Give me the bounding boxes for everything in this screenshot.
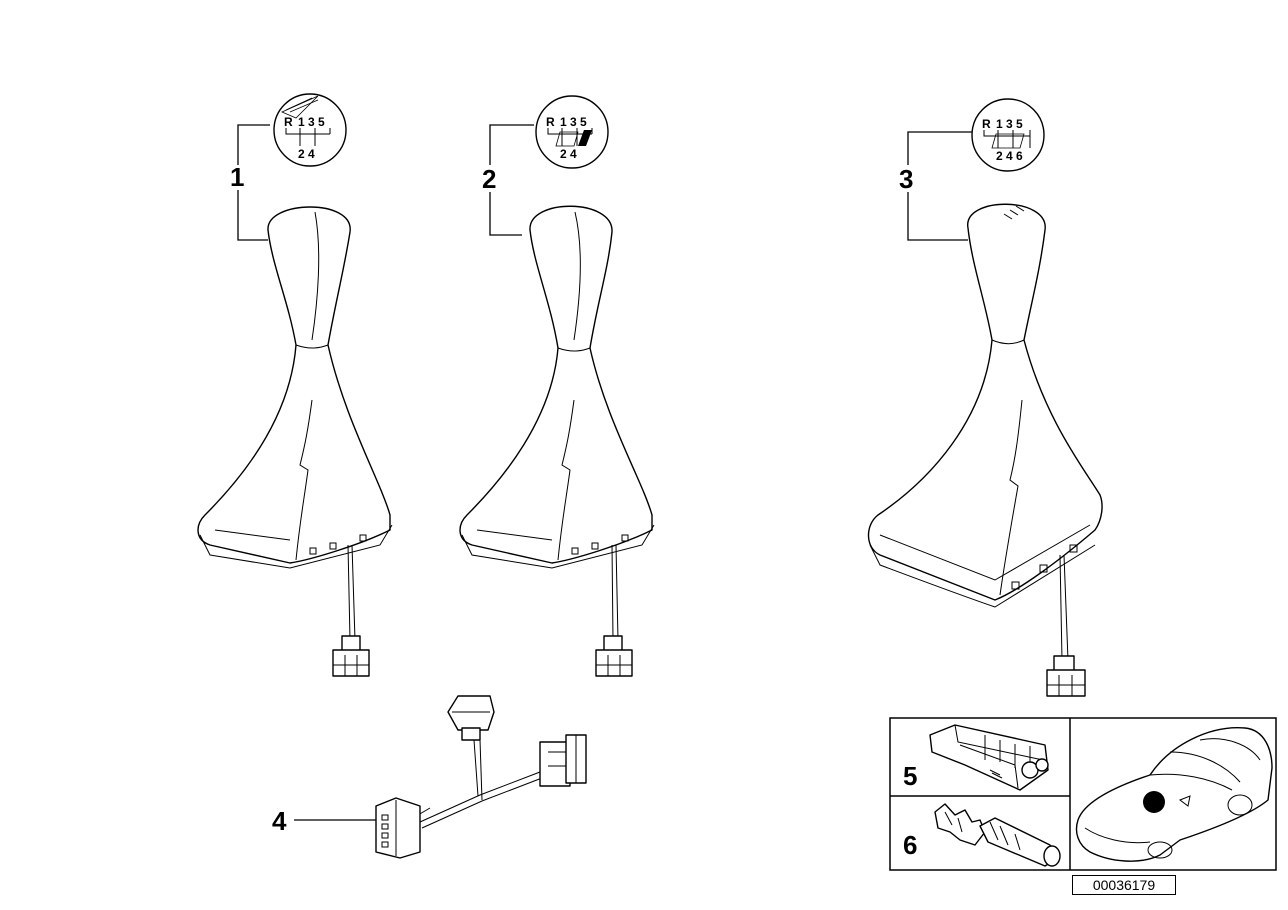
location-marker (1143, 791, 1165, 813)
gear-knob-boot-2 (459, 205, 655, 569)
part-5-connector-housing: 5 (903, 724, 1049, 791)
document-id: 00036179 (1072, 875, 1176, 895)
shift-pattern-emblem-1: R 1 3 5 2 4 (273, 93, 347, 167)
car-location-view (1075, 727, 1273, 862)
shift-label-bottom: 2 4 6 (996, 149, 1023, 163)
shift-pattern-emblem-2: R 1 3 5 2 4 (535, 95, 609, 169)
harness-connector-right (539, 734, 587, 787)
shift-label-r: R (546, 115, 555, 129)
gear-knob-boot-1 (197, 206, 393, 569)
detail-panel: 5 6 (889, 717, 1277, 871)
shift-label-top: 1 3 5 (560, 115, 587, 129)
connector-housing-3 (1046, 655, 1086, 697)
part-1-gear-knob-assembly: R 1 3 5 2 4 1 (197, 93, 393, 677)
callout-6: 6 (903, 830, 917, 860)
callout-3: 3 (899, 164, 913, 194)
harness-connector-top (447, 695, 495, 741)
part-3-gear-knob-assembly: R 1 3 5 2 4 6 3 (867, 98, 1103, 697)
callout-2: 2 (482, 164, 496, 194)
callout-1: 1 (230, 162, 244, 192)
shift-label-bottom: 2 4 (298, 147, 315, 161)
part-2-gear-knob-assembly: R 1 3 5 2 4 2 (459, 95, 655, 677)
shift-label-top: 1 3 5 (996, 117, 1023, 131)
harness-connector-left (375, 797, 421, 859)
shift-label-bottom: 2 4 (560, 147, 577, 161)
callout-4: 4 (272, 806, 287, 836)
shift-pattern-emblem-3: R 1 3 5 2 4 6 (971, 98, 1045, 172)
shift-label-r: R (284, 115, 293, 129)
callout-5: 5 (903, 761, 917, 791)
gear-knob-boot-3 (867, 203, 1103, 608)
connector-housing-1 (332, 635, 370, 677)
part-6-contact-terminal: 6 (903, 803, 1061, 867)
shift-label-top: 1 3 5 (298, 115, 325, 129)
shift-label-r: R (982, 117, 991, 131)
connector-housing-2 (595, 635, 633, 677)
part-4-wiring-harness: 4 (272, 695, 587, 859)
